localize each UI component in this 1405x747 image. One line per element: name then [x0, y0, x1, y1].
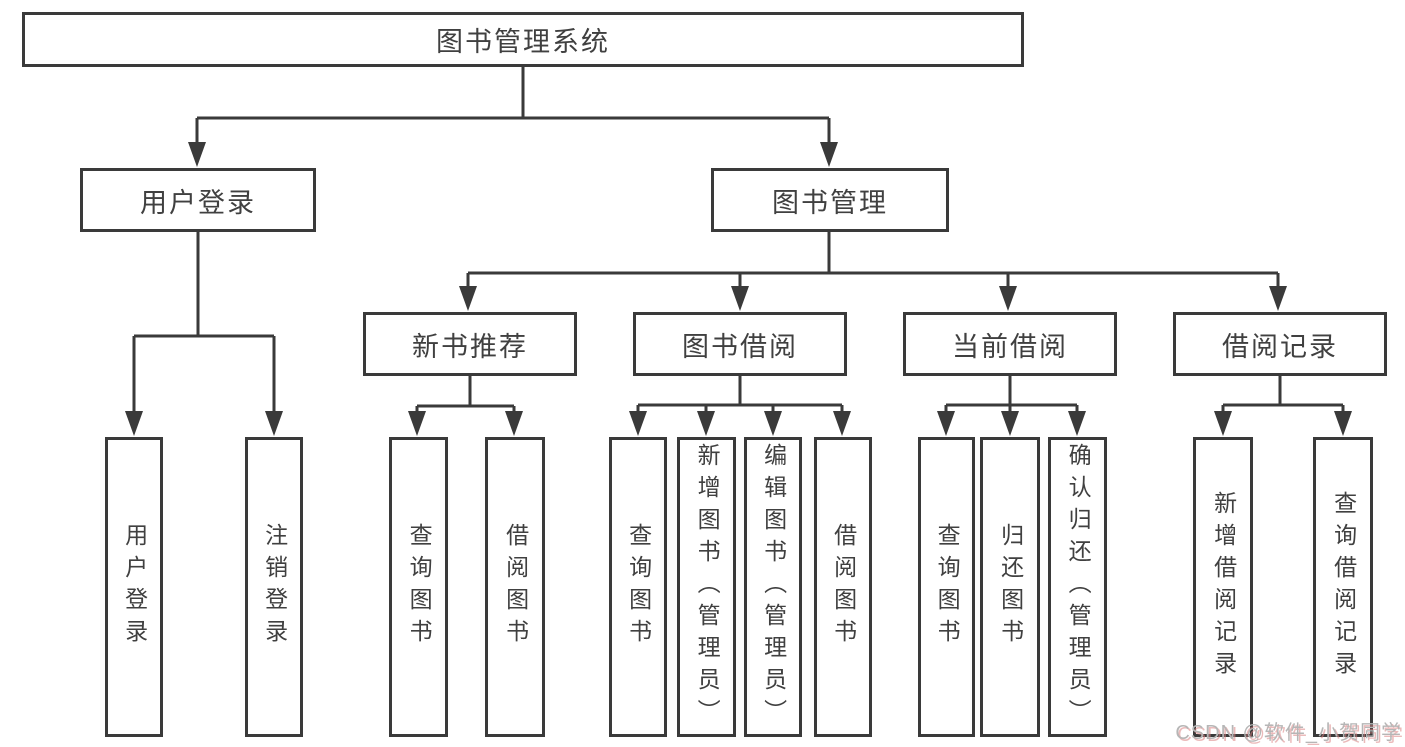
leaf-current-return-book-label: 归还图书 [997, 523, 1024, 651]
leaf-newrec-borrow-book: 借阅图书 [485, 437, 545, 737]
node-book-borrowing: 图书借阅 [633, 312, 847, 376]
node-book-borrowing-label: 图书借阅 [682, 331, 798, 362]
node-user-login: 用户登录 [80, 168, 316, 232]
leaf-borrow-query-book-label: 查询图书 [625, 523, 652, 651]
node-user-login-label: 用户登录 [140, 187, 256, 218]
leaf-newrec-query-book: 查询图书 [389, 437, 448, 737]
leaf-logout: 注销登录 [245, 437, 303, 737]
node-borrowing-records-label: 借阅记录 [1222, 331, 1338, 362]
leaf-records-add-record: 新增借阅记录 [1193, 437, 1253, 737]
leaf-borrow-edit-book: 编辑图书（管理员） [744, 437, 802, 737]
node-new-book-recommend-label: 新书推荐 [412, 331, 528, 362]
leaf-borrow-add-book-label: 新增图书（管理员） [694, 443, 721, 731]
node-root-label: 图书管理系统 [436, 27, 610, 57]
leaf-current-return-book: 归还图书 [980, 437, 1040, 737]
node-current-borrowing-label: 当前借阅 [952, 331, 1068, 362]
node-book-management-label: 图书管理 [772, 187, 888, 218]
node-root: 图书管理系统 [22, 12, 1024, 67]
leaf-records-query-record-label: 查询借阅记录 [1330, 491, 1357, 683]
leaf-borrow-add-book: 新增图书（管理员） [677, 437, 736, 737]
leaf-current-confirm-return-label: 确认归还（管理员） [1065, 443, 1092, 731]
node-current-borrowing: 当前借阅 [903, 312, 1117, 376]
leaf-current-query-book: 查询图书 [918, 437, 975, 737]
node-borrowing-records: 借阅记录 [1173, 312, 1387, 376]
leaf-borrow-query-book: 查询图书 [609, 437, 667, 737]
leaf-borrow-borrow-book-label: 借阅图书 [830, 523, 857, 651]
leaf-user-login-label: 用户登录 [121, 523, 148, 651]
leaf-borrow-borrow-book: 借阅图书 [814, 437, 872, 737]
leaf-current-confirm-return: 确认归还（管理员） [1048, 437, 1107, 737]
leaf-current-query-book-label: 查询图书 [934, 523, 961, 651]
node-book-management: 图书管理 [711, 168, 949, 232]
watermark: CSDN @软件_小贺同学 [1175, 722, 1402, 744]
leaf-records-query-record: 查询借阅记录 [1313, 437, 1373, 737]
leaf-borrow-edit-book-label: 编辑图书（管理员） [760, 443, 787, 731]
leaf-newrec-query-book-label: 查询图书 [406, 523, 433, 651]
leaf-records-add-record-label: 新增借阅记录 [1210, 491, 1237, 683]
leaf-user-login: 用户登录 [105, 437, 163, 737]
leaf-newrec-borrow-book-label: 借阅图书 [502, 523, 529, 651]
node-new-book-recommend: 新书推荐 [363, 312, 577, 376]
leaf-logout-label: 注销登录 [261, 523, 288, 651]
